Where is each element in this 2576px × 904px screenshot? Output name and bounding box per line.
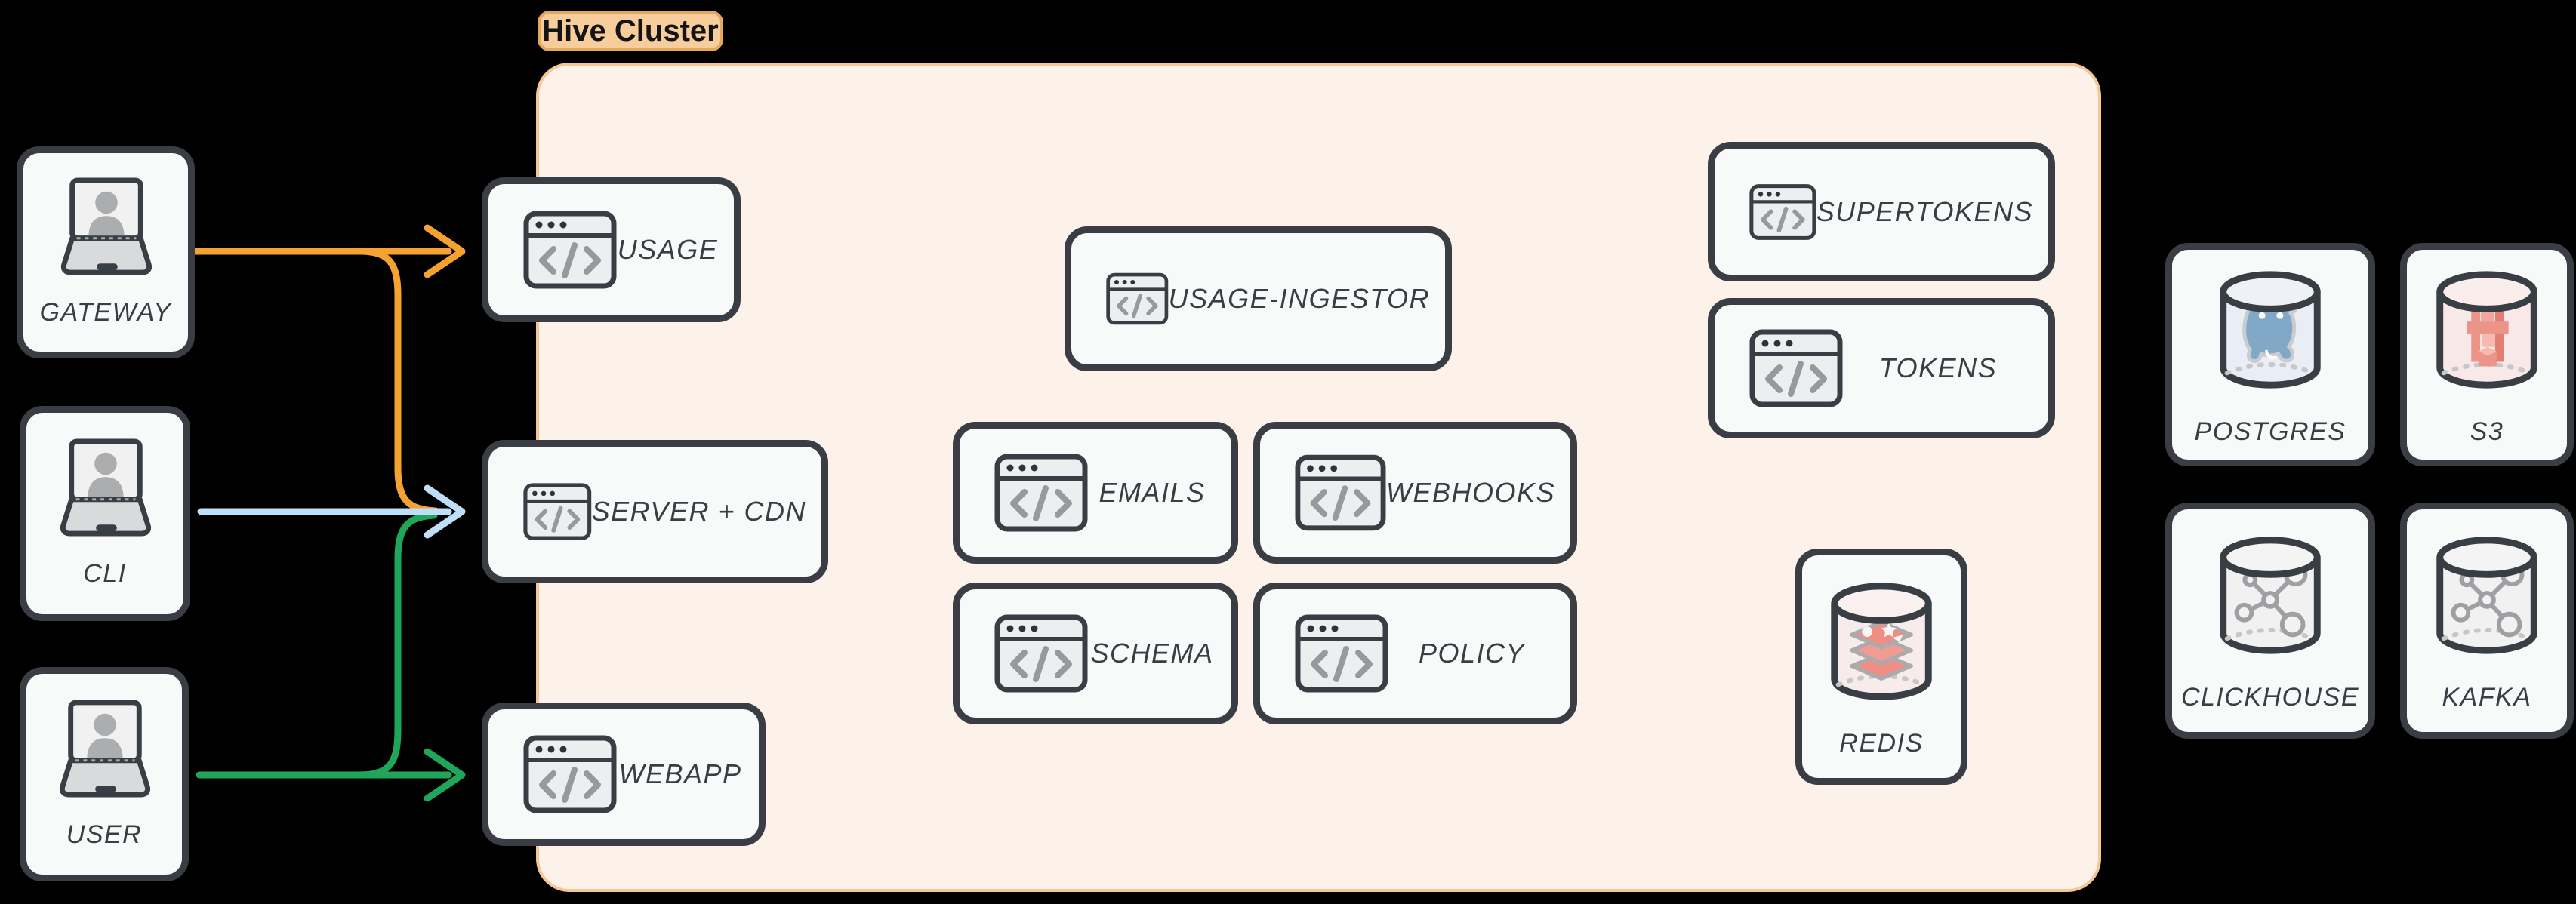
service-node-tokens: TOKENS <box>1708 298 2055 438</box>
redis-database-icon <box>1818 575 1945 709</box>
service-label: SUPERTOKENS <box>1816 195 2033 227</box>
datastore-node-kafka: KAFKA <box>2400 503 2574 739</box>
laptop-user-icon <box>41 700 168 798</box>
client-node-user: USER <box>20 667 189 881</box>
edge-cli-server-cdn <box>197 484 466 539</box>
client-label: GATEWAY <box>39 298 172 327</box>
datastore-label: CLICKHOUSE <box>2180 683 2360 712</box>
service-label: SCHEMA <box>1090 638 1214 669</box>
datastore-node-postgres: POSTGRES <box>2165 243 2375 466</box>
edge-gateway-usage <box>191 224 466 278</box>
client-label: CLI <box>83 559 127 588</box>
code-window-icon <box>523 472 592 551</box>
datastore-node-s3: S3 <box>2400 243 2574 466</box>
datastore-label: REDIS <box>1839 729 1924 758</box>
kafka-database-icon <box>2423 529 2550 663</box>
datastore-label: POSTGRES <box>2194 417 2346 446</box>
service-label: POLICY <box>1418 638 1526 669</box>
service-label: WEBAPP <box>618 758 742 789</box>
service-node-usage: USAGE <box>482 177 741 322</box>
laptop-user-icon <box>42 438 168 537</box>
code-window-icon <box>1295 454 1386 532</box>
service-node-supertokens: SUPERTOKENS <box>1708 142 2055 281</box>
service-node-webapp: WEBAPP <box>482 703 766 846</box>
service-node-webhooks: WEBHOOKS <box>1253 422 1577 564</box>
hive-cluster-label: Hive Cluster <box>542 14 719 48</box>
clickhouse-database-icon <box>2207 529 2334 663</box>
datastore-node-clickhouse: CLICKHOUSE <box>2165 503 2375 739</box>
service-label: SERVER + CDN <box>591 496 806 527</box>
service-node-schema: SCHEMA <box>953 583 1238 724</box>
postgres-database-icon <box>2207 263 2334 398</box>
service-node-policy: POLICY <box>1253 583 1577 724</box>
code-window-icon <box>1106 260 1169 338</box>
service-node-usage-ingestor: USAGE-INGESTOR <box>1065 226 1452 371</box>
client-node-cli: CLI <box>20 406 190 621</box>
datastore-node-redis: REDIS <box>1795 549 1967 785</box>
laptop-user-icon <box>42 177 169 275</box>
service-label: TOKENS <box>1878 352 1998 383</box>
code-window-icon <box>994 454 1088 532</box>
code-window-icon <box>1749 329 1843 407</box>
client-label: USER <box>66 819 143 849</box>
code-window-icon <box>994 614 1088 693</box>
client-node-gateway: GATEWAY <box>17 146 195 358</box>
edge-gateway-server-cdn <box>356 248 439 515</box>
service-label: USAGE <box>617 234 719 265</box>
service-node-emails: EMAILS <box>953 422 1238 564</box>
s3-database-icon <box>2423 263 2550 398</box>
edge-user-webapp <box>196 748 466 802</box>
code-window-icon <box>523 211 617 289</box>
service-label: USAGE-INGESTOR <box>1168 283 1430 314</box>
datastore-label: S3 <box>2470 417 2504 446</box>
service-label: WEBHOOKS <box>1385 477 1555 508</box>
code-window-icon <box>1295 614 1388 693</box>
code-window-icon <box>523 735 617 813</box>
edge-user-server-cdn <box>356 512 438 779</box>
hive-cluster-badge: Hive Cluster <box>538 11 723 51</box>
datastore-label: KAFKA <box>2442 683 2532 712</box>
service-label: EMAILS <box>1098 477 1206 508</box>
service-node-server-cdn: SERVER + CDN <box>482 440 828 583</box>
code-window-icon <box>1749 173 1816 251</box>
